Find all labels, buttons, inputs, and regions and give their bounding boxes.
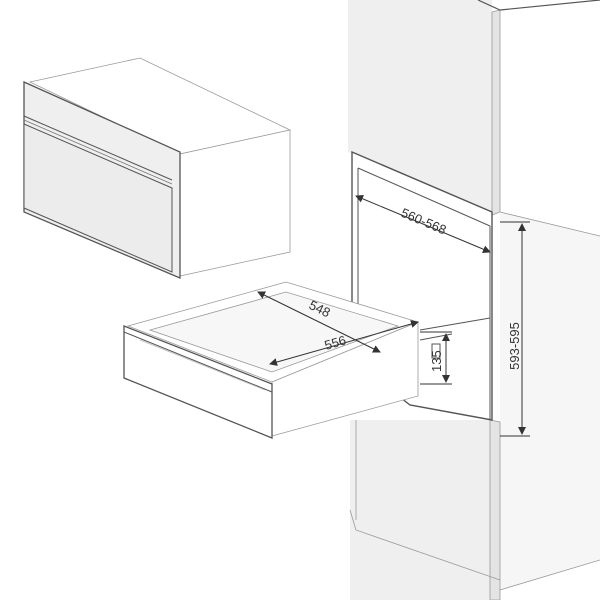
dim-drawer-width-label: 556 [323,332,348,352]
dim-niche-width-line [355,195,491,253]
drawer-front-top-edge [123,331,273,393]
drawer-handle-shadow [139,339,266,391]
column-right-edge-bottom [499,559,600,591]
dim-drawer-height: 135 [420,331,452,385]
oven-door-panel [23,123,173,273]
oven-control-strip [23,115,173,181]
column-right-side [500,212,600,590]
upper-cabinet-side [491,9,501,216]
oven-handle-line [23,119,173,185]
oven [23,57,292,279]
column-right-edge-top [499,211,600,237]
dim-drawer-width-line [269,320,419,366]
cabinet-top-edge [477,0,600,11]
drawer-front [123,325,273,439]
lower-cabinet-base [349,509,501,581]
drawer-height-bracket [431,343,441,359]
dim-niche-height-label: 593-595 [507,322,522,370]
niche-shelf-line [419,317,491,331]
lower-cabinet-side [489,419,501,600]
upper-cabinet-face [348,0,492,212]
oven-right-side [179,129,291,277]
dim-drawer-width: 556 [269,320,419,366]
lower-cabinet-face [350,420,490,600]
tall-cabinet [348,0,600,600]
dim-drawer-height-label: 135 [429,350,444,372]
dim-niche-height: 593-595 [500,221,530,437]
